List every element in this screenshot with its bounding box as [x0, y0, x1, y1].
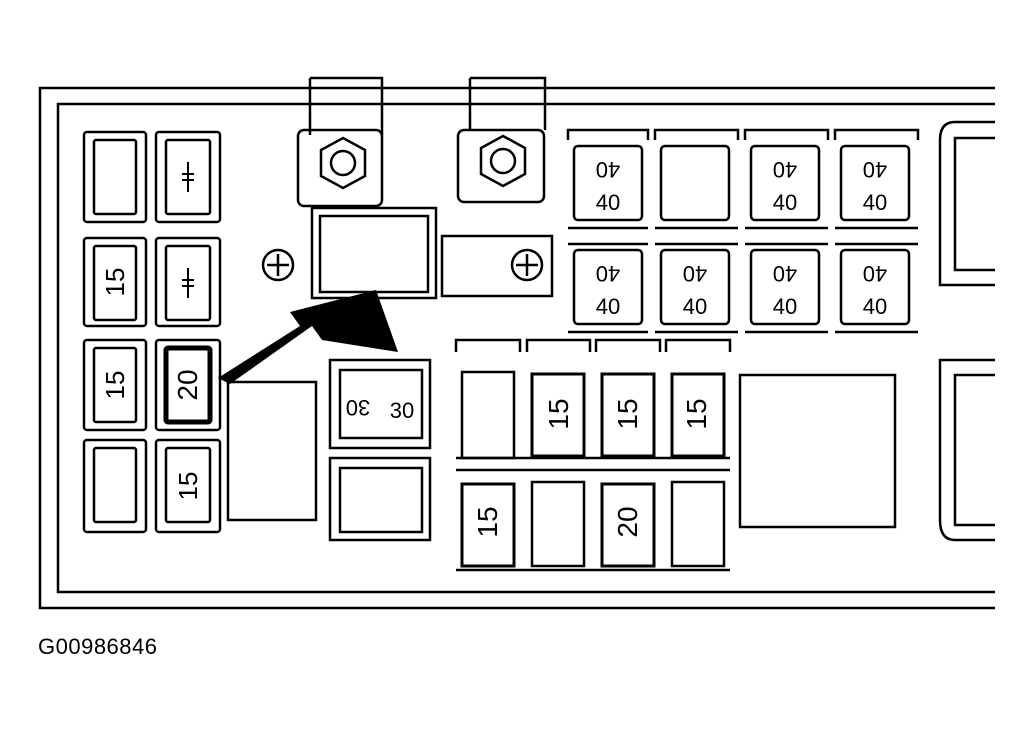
connector-top-right [938, 120, 995, 287]
fuse-label-left-1: 15 [100, 268, 130, 297]
figure-id: G00986846 [38, 634, 158, 659]
fuse-left-2 [92, 346, 138, 424]
terminal-block-left [296, 128, 384, 208]
post-right [470, 76, 547, 130]
fuse-label-second-3: 15 [173, 472, 203, 501]
maxi-fuse-row2-2 [749, 248, 821, 326]
maxi-fuse-row2-label-top: 40 [773, 261, 797, 286]
maxi-fuse-row1-label-bottom: 40 [863, 190, 887, 215]
connector-bottom-right [938, 358, 995, 542]
maxi-fuse-row1-label-top: 40 [596, 157, 620, 182]
screw-icon [261, 248, 295, 282]
arrow-icon [218, 290, 398, 384]
maxi-fuse-row1-label-bottom: 40 [773, 190, 797, 215]
housing-inner [56, 102, 995, 594]
fuse-left-1 [92, 244, 138, 322]
fuse-label-lower-r1-1: 15 [543, 398, 574, 429]
fuse-label-lower-r1-3: 15 [681, 398, 712, 429]
terminal-block-right [456, 128, 546, 204]
maxi-fuse-row1-label-bottom: 40 [596, 190, 620, 215]
maxi-fuse-row2-3 [839, 248, 911, 326]
maxi-fuse-row1-label-top: 40 [863, 157, 887, 182]
fuse-label-lower-r1-2: 15 [612, 398, 643, 429]
relay-label-top: 30 [346, 395, 370, 420]
maxi-fuse-row2-label-bottom: 40 [683, 294, 707, 319]
maxi-fuse-row1-0 [572, 144, 644, 222]
fuse-lower-r2-2 [600, 482, 656, 568]
housing-outer [38, 86, 995, 610]
maxi-fuse-row2-1 [659, 248, 731, 326]
fuse-second-1 [164, 244, 212, 322]
relay-socket-upper [310, 206, 438, 300]
maxi-fuse-row1-2 [749, 144, 821, 222]
empty-slot-left [226, 380, 318, 522]
maxi-fuse-row2-label-top: 40 [683, 261, 707, 286]
maxi-fuse-row2-0 [572, 248, 644, 326]
relay-label-bottom: 30 [390, 398, 414, 423]
fuse-label-highlighted: 20 [172, 369, 203, 400]
relay-holder-empty [328, 456, 432, 542]
fuse-lower-r1-1 [530, 372, 586, 458]
fuse-left-0 [92, 138, 138, 216]
fuse-label-left-2: 15 [100, 371, 130, 400]
fuse-label-lower-r2-0: 15 [472, 506, 503, 537]
nut-icon [319, 136, 367, 190]
maxi-fuse-row2-label-bottom: 40 [773, 294, 797, 319]
fuse-highlighted [163, 345, 213, 425]
fuse-lower-r1-3 [670, 372, 726, 458]
maxi-fuse-row2-label-top: 40 [863, 261, 887, 286]
terminal-block-lower [440, 234, 554, 298]
fuse-symbol-icon [182, 162, 194, 192]
maxi-fuse-row1-3 [839, 144, 911, 222]
fuse-symbol-icon [182, 268, 194, 298]
empty-slot-right [738, 373, 897, 529]
fuse-group: 40 40 40 40 40 40 40 40 40 40 40 40 40 40 [92, 138, 911, 568]
relay-holder-30 [328, 358, 432, 450]
fuse-label-lower-r2-2: 20 [612, 506, 643, 537]
screw-icon [510, 248, 544, 282]
maxi-fuse-row1-1 [659, 144, 731, 222]
nut-icon [479, 134, 527, 188]
fuse-second-3 [164, 446, 212, 524]
maxi-fuse-row2-label-bottom: 40 [596, 294, 620, 319]
fuse-lower-r2-0 [460, 482, 516, 568]
fuse-second-0 [164, 138, 212, 216]
maxi-fuse-row1-label-top: 40 [773, 157, 797, 182]
maxi-fuse-row2-label-top: 40 [596, 261, 620, 286]
post-left [310, 76, 384, 135]
fuse-left-3 [92, 446, 138, 524]
fuse-lower-r1-2 [600, 372, 656, 458]
maxi-fuse-row2-label-bottom: 40 [863, 294, 887, 319]
